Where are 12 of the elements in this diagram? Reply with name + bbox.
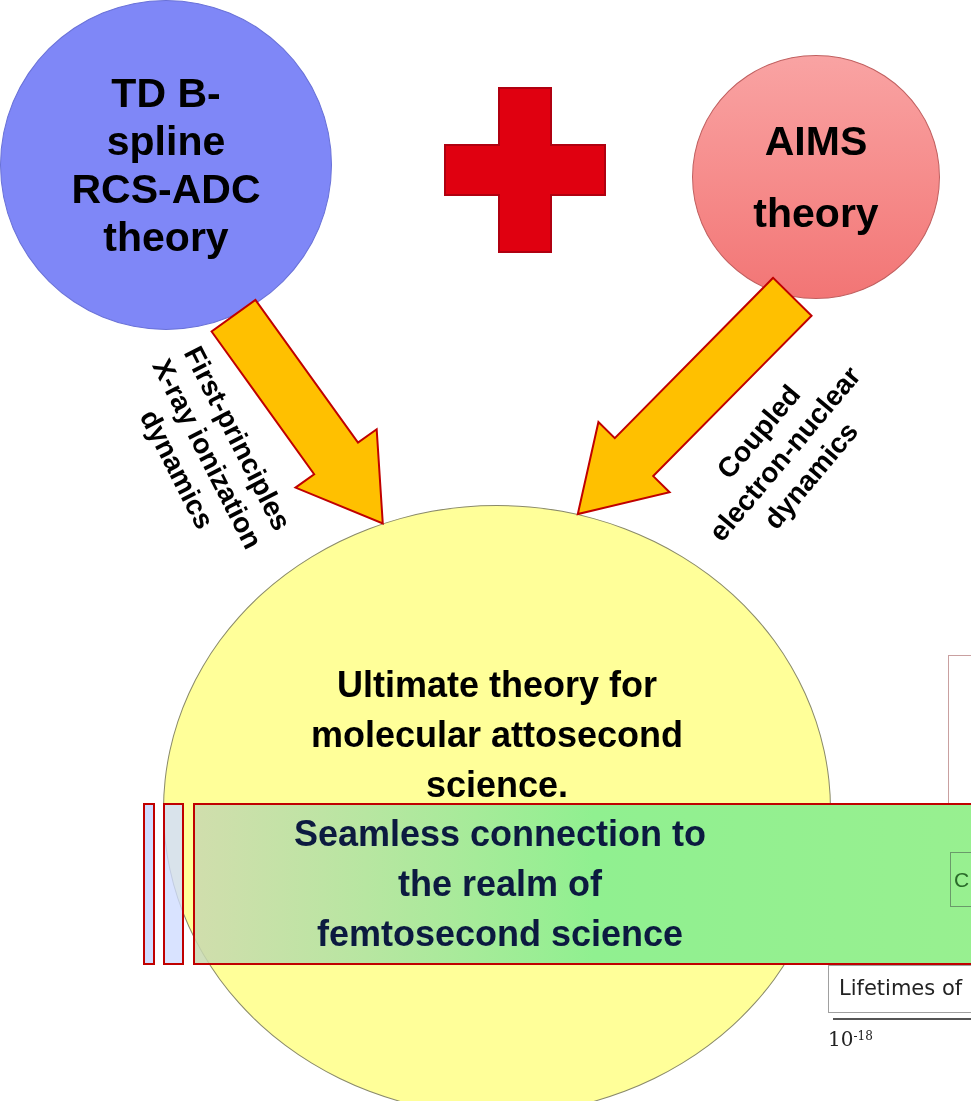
- node-text: TD B-spline RCS-ADC theory: [70, 69, 262, 261]
- node-text: Seamless connection to the realm of femtosecond science: [292, 812, 708, 956]
- node-text: Lifetimes of: [838, 975, 963, 1003]
- axis-tick-label: 10$^{-18}$: [828, 1026, 873, 1053]
- category-box: [828, 965, 971, 1013]
- block-arrow: [576, 276, 813, 516]
- timescale-band: [193, 803, 971, 965]
- node-text: Ultimate theory for molecular attosecond science.: [309, 663, 685, 807]
- node-text: C: [953, 866, 970, 893]
- timeline-bar: [143, 803, 155, 965]
- node-text: AIMS theory: [752, 117, 880, 238]
- block-arrow: [210, 298, 384, 525]
